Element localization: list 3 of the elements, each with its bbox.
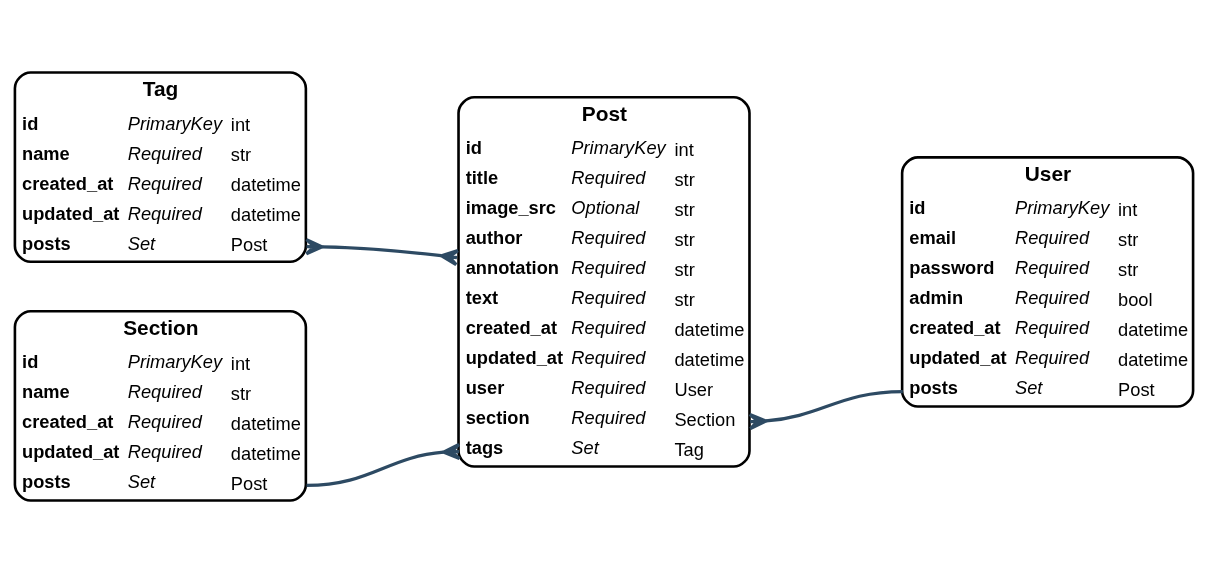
connector — [748, 389, 903, 431]
connector — [306, 442, 462, 488]
connector — [304, 238, 460, 267]
